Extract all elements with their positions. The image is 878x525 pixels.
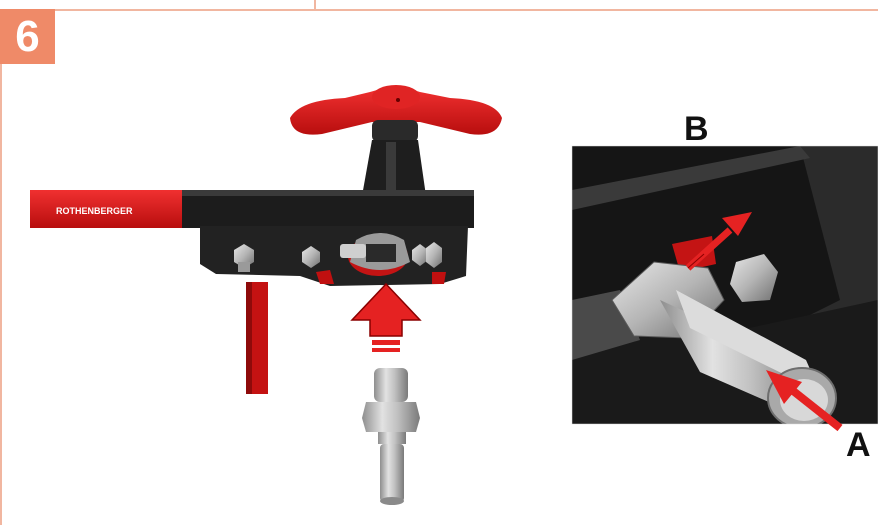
red-grip (30, 190, 182, 228)
callout-label-a: A (846, 426, 871, 464)
callout-label-b: B (684, 110, 709, 148)
detail-frame (571, 145, 878, 425)
tool-bar (180, 190, 474, 228)
bolt-right-b (426, 242, 442, 268)
arrow-a (766, 370, 843, 432)
frame-left-border (0, 9, 2, 525)
t-handle (290, 88, 502, 135)
flaring-tool: ROTHENBERGER (30, 85, 502, 394)
brand-text: ROTHENBERGER (56, 206, 133, 216)
bolt-left (234, 244, 254, 272)
arrow-b (685, 212, 752, 271)
detail-view (572, 146, 878, 424)
frame-top-border (0, 9, 878, 11)
bolt-mid (302, 246, 320, 268)
pipe-fitting (362, 368, 420, 505)
frame-divider-tick (314, 0, 316, 10)
t-handle-hub (372, 85, 420, 109)
insert-arrow (350, 282, 422, 352)
bolt-right-a (412, 244, 428, 266)
step-number-badge: 6 (0, 9, 55, 64)
